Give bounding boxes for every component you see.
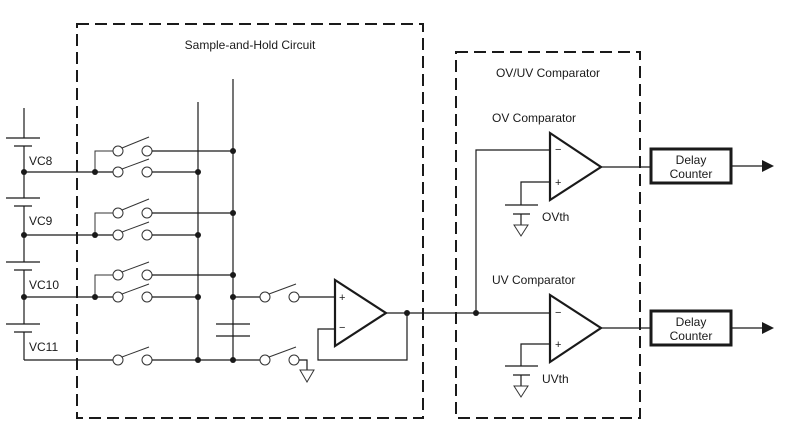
ovuv-title: OV/UV Comparator <box>496 66 600 80</box>
ground-icon <box>513 385 529 398</box>
cell-label-vc11: VC11 <box>29 340 58 354</box>
arrow-right-icon <box>762 160 774 172</box>
ov-delay-counter: Delay Counter <box>649 147 733 185</box>
uv-comparator <box>548 292 604 365</box>
buffer-feedback <box>317 313 408 361</box>
ov-comparator <box>548 130 604 203</box>
ov-threshold-label: OVth <box>542 210 569 224</box>
cell-label-vc8: VC8 <box>29 154 53 168</box>
switch-group-vc11 <box>24 346 233 366</box>
sample-hold-title: Sample-and-Hold Circuit <box>185 38 316 52</box>
ovuv-block-border <box>455 51 641 419</box>
svg-text:−: − <box>339 322 345 334</box>
ov-comparator-title: OV Comparator <box>492 111 576 125</box>
switch-group-vc8 <box>24 136 233 178</box>
svg-text:+: + <box>339 292 345 304</box>
svg-text:Delay: Delay <box>676 315 707 329</box>
svg-text:Delay: Delay <box>676 153 707 167</box>
hold-capacitor <box>216 323 250 337</box>
ground-icon <box>513 224 529 237</box>
cell-label-vc9: VC9 <box>29 214 53 228</box>
uv-delay-counter: Delay Counter <box>649 309 733 347</box>
ground-icon <box>299 369 315 383</box>
junction-dots <box>21 148 479 363</box>
svg-text:+: + <box>555 177 561 189</box>
svg-text:Counter: Counter <box>670 329 713 343</box>
battery-stack <box>6 108 40 360</box>
arrow-right-icon <box>762 322 774 334</box>
svg-text:−: − <box>555 144 561 156</box>
uv-comparator-title: UV Comparator <box>492 273 575 287</box>
ov-input-wire <box>475 149 550 313</box>
uv-threshold-label: UVth <box>542 372 569 386</box>
cell-label-vc10: VC10 <box>29 278 59 292</box>
sample-hold-block-border <box>76 23 424 419</box>
svg-text:Counter: Counter <box>670 167 713 181</box>
svg-text:−: − <box>555 307 561 319</box>
svg-text:+: + <box>555 339 561 351</box>
switch-group-vc10 <box>24 261 233 303</box>
buffer-opamp <box>333 277 389 349</box>
switch-group-vc9 <box>24 198 233 241</box>
